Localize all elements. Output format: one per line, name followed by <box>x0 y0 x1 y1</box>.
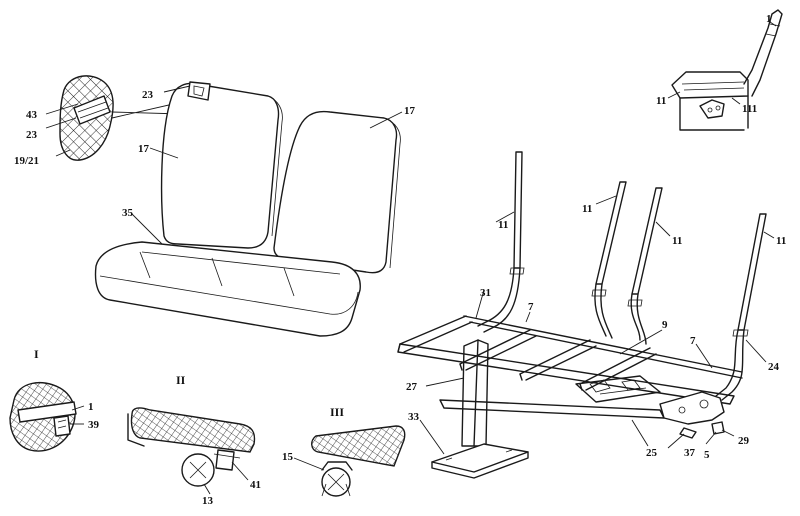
callout-23-b: 23 <box>26 129 38 141</box>
callout-19-21: 19/21 <box>14 155 39 167</box>
view-label-I: I <box>34 347 39 361</box>
view-II-detail <box>127 407 256 487</box>
callout-7-a: 7 <box>528 301 534 313</box>
view-label-II: II <box>176 373 186 387</box>
leader-lines <box>45 21 777 495</box>
callout-25: 25 <box>646 447 658 459</box>
callout-17-right: 17 <box>404 105 416 117</box>
callout-43: 43 <box>26 109 38 121</box>
callout-39: 39 <box>88 419 100 431</box>
callout-17-left: 17 <box>138 143 150 155</box>
detail-circle-view <box>59 75 183 161</box>
view-III-detail <box>311 425 406 497</box>
callout-11-d: 11 <box>776 235 786 247</box>
callout-11-top-view: 11 <box>656 95 666 107</box>
callout-11-a: 11 <box>498 219 508 231</box>
callout-15: 15 <box>282 451 294 463</box>
callout-111-top-view: 111 <box>742 103 757 115</box>
callout-37: 37 <box>684 447 696 459</box>
view-I-detail <box>9 381 77 452</box>
seat-cushion <box>94 241 361 337</box>
callout-5: 5 <box>704 449 710 461</box>
seat-back-right <box>273 110 401 274</box>
callout-27: 27 <box>406 381 418 393</box>
callout-11-c: 11 <box>672 235 682 247</box>
callout-1-top: 1 <box>766 13 772 25</box>
callout-9: 9 <box>662 319 668 331</box>
callout-33: 33 <box>408 411 420 423</box>
callout-labels: 1 11 111 23 43 23 19/21 17 17 35 11 11 1… <box>14 13 786 507</box>
seat-frame <box>397 151 767 479</box>
callout-41: 41 <box>250 479 261 491</box>
seat-back-left <box>160 81 283 249</box>
view-label-III: III <box>330 405 344 419</box>
callout-13: 13 <box>202 495 214 507</box>
callout-23-a: 23 <box>142 89 154 101</box>
callout-31: 31 <box>480 287 491 299</box>
callout-11-b: 11 <box>582 203 592 215</box>
callout-24: 24 <box>768 361 780 373</box>
callout-7-b: 7 <box>690 335 696 347</box>
callout-35: 35 <box>122 207 134 219</box>
callout-29: 29 <box>738 435 750 447</box>
callout-1-detail: 1 <box>88 401 94 413</box>
top-right-seat-view <box>671 9 783 131</box>
